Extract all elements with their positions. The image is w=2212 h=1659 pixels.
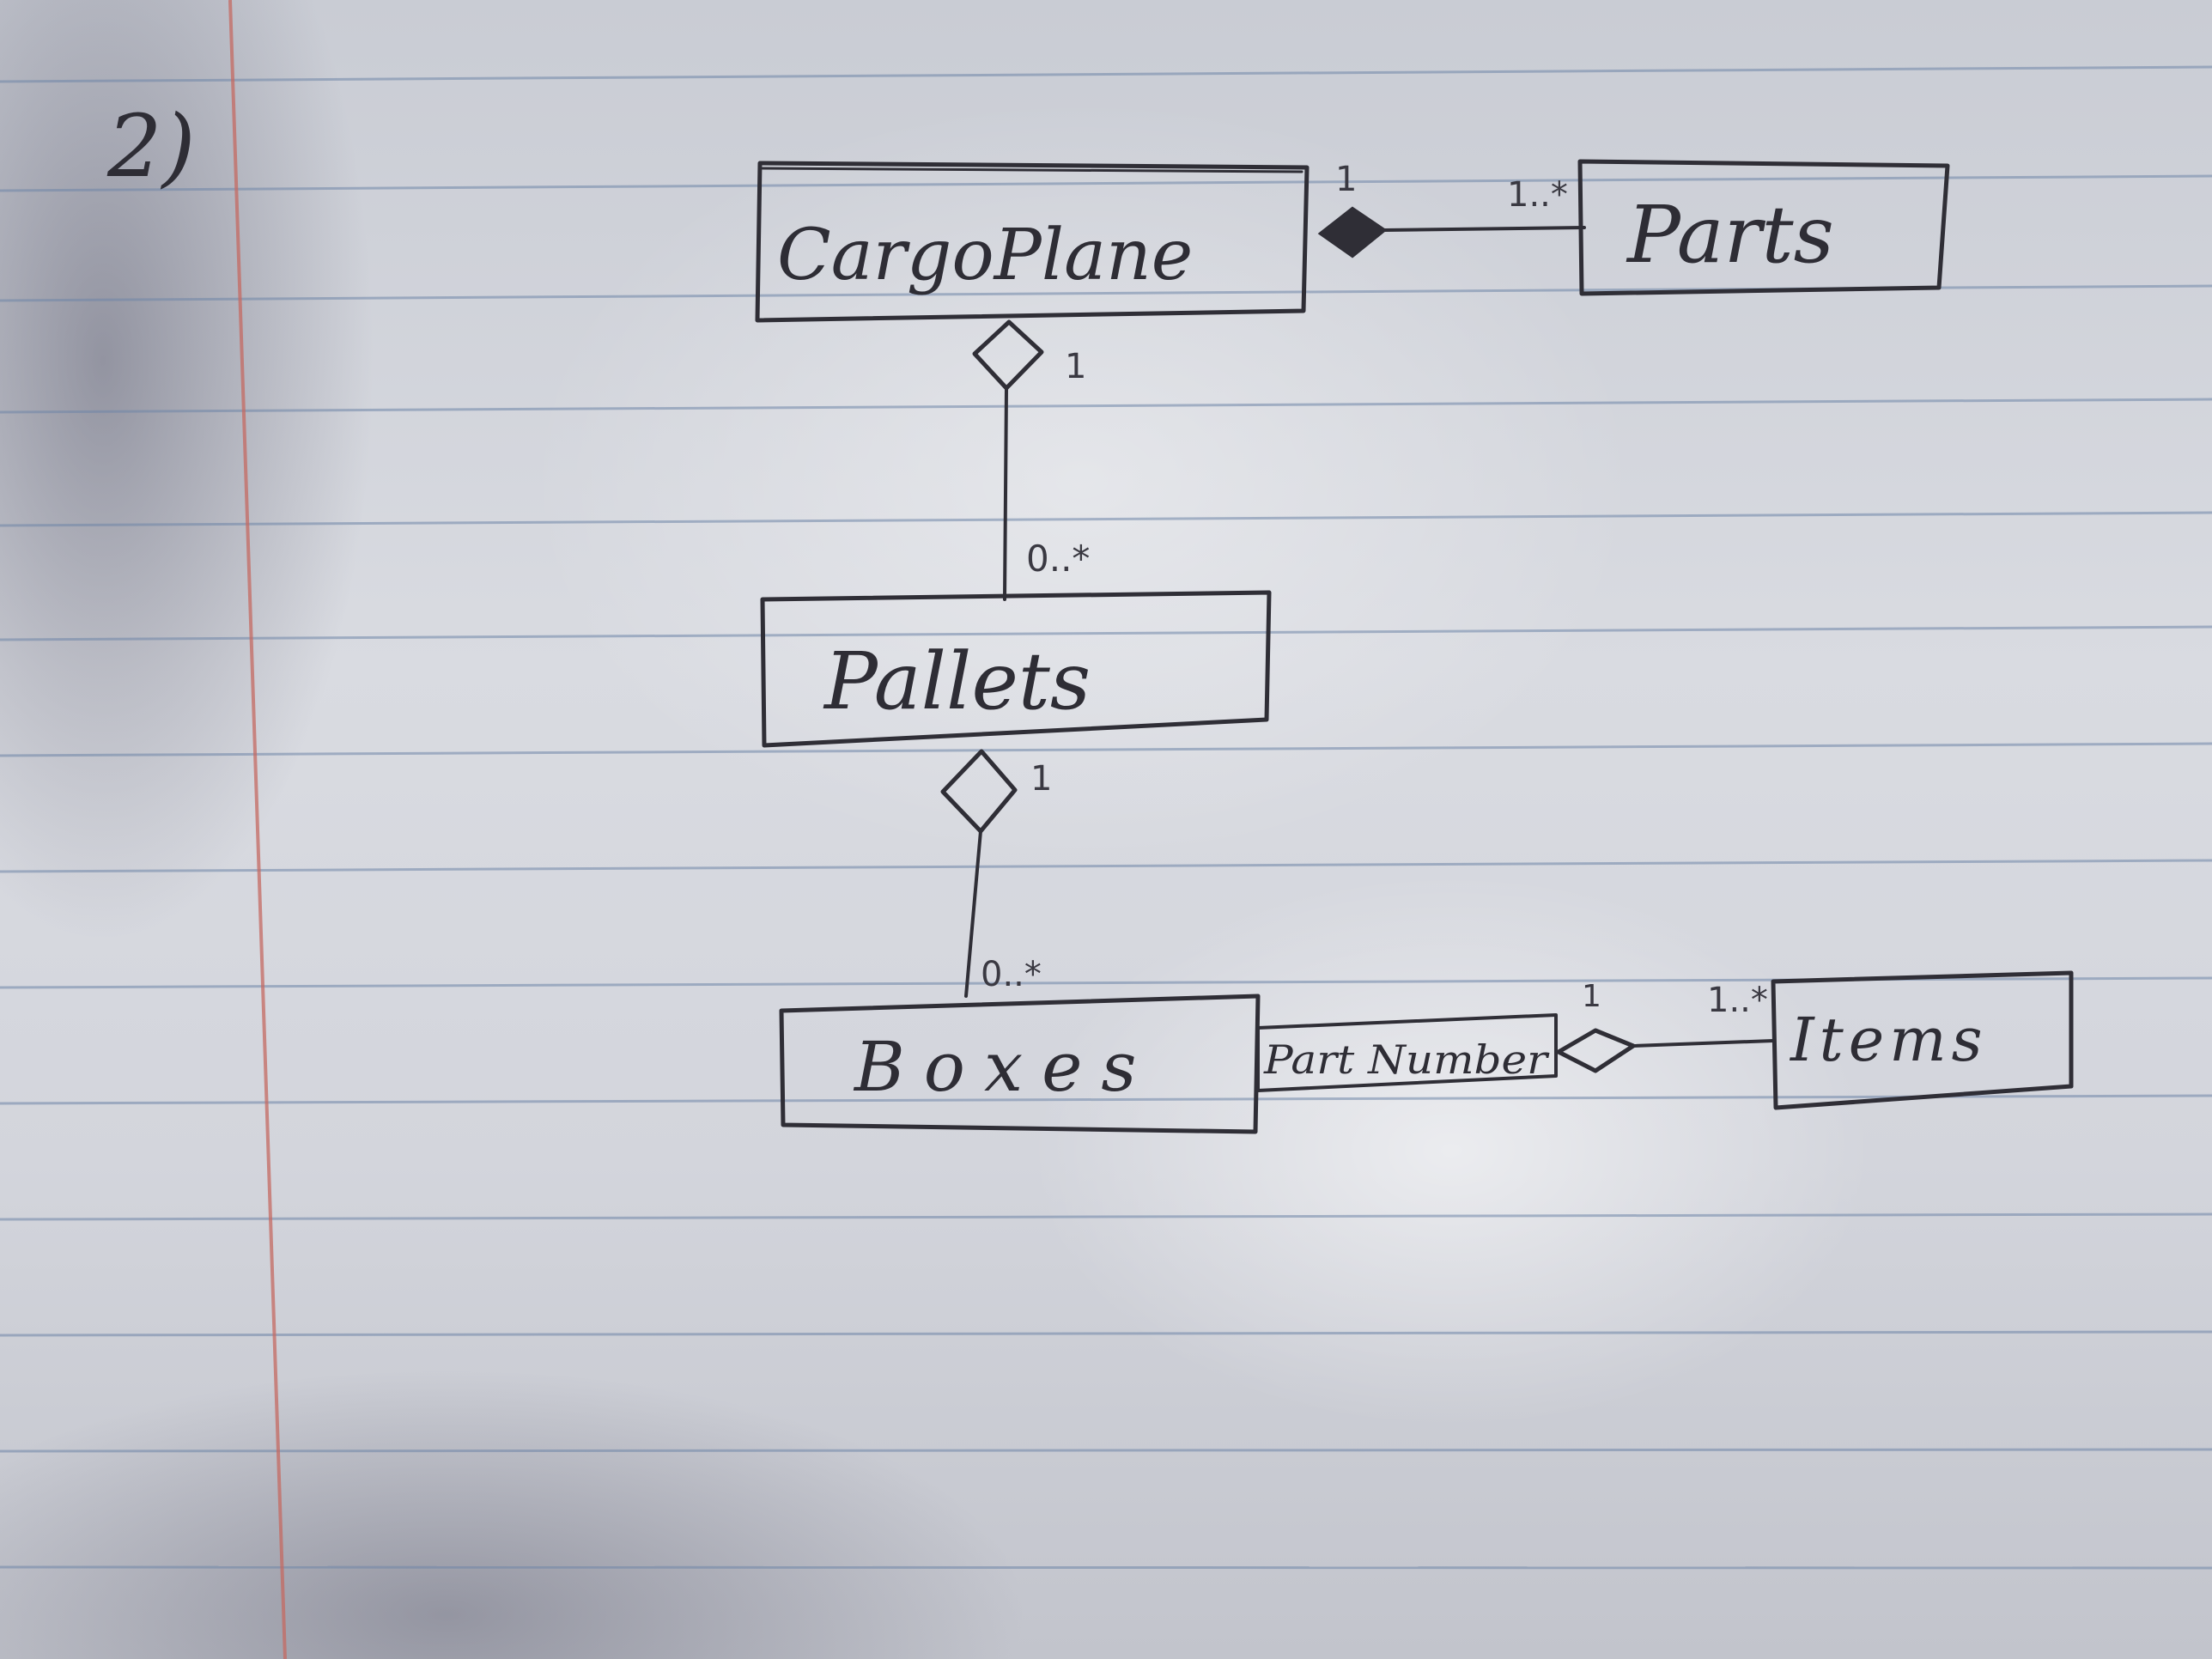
composition-plane-parts (1317, 206, 1586, 258)
hollow-diamond-icon (940, 749, 1018, 834)
mult-pallets-boxes-near-pallets: 1 (1030, 759, 1052, 799)
aggregation-plane-pallets (972, 319, 1044, 601)
aggregation-boxes-items (1556, 1028, 1775, 1073)
mult-plane-pallets-near-plane: 1 (1065, 347, 1086, 386)
hollow-diamond-icon (972, 319, 1044, 391)
class-parts: Parts (1577, 159, 1950, 296)
class-boxes-label: Boxes (853, 1027, 1155, 1107)
ruled-lines (0, 65, 2212, 1570)
mult-boxes-items-near-items: 1..* (1707, 981, 1768, 1020)
class-pallets: Pallets (760, 590, 1272, 748)
qualifier-part-number: Part Number (1256, 1013, 1558, 1092)
mult-plane-parts-near-plane: 1 (1335, 160, 1357, 199)
class-parts-label: Parts (1626, 189, 1834, 281)
filled-diamond-icon (1317, 206, 1388, 258)
mult-pallets-boxes-near-boxes: 0..* (981, 955, 1042, 994)
class-items: Items (1771, 970, 2074, 1110)
qualifier-label: Part Number (1263, 1036, 1550, 1083)
mult-plane-pallets-near-pallets: 0..* (1026, 538, 1090, 580)
class-cargo-plane: CargoPlane (755, 161, 1310, 323)
class-boxes: Boxes (779, 994, 1261, 1134)
class-cargo-plane-label: CargoPlane (777, 215, 1193, 296)
margin-line (228, 0, 287, 1659)
hollow-diamond-icon (1556, 1028, 1636, 1073)
question-number: 2) (106, 96, 196, 197)
mult-boxes-items-near-boxes: 1 (1582, 979, 1601, 1014)
aggregation-pallets-boxes (940, 749, 1018, 998)
class-items-label: Items (1789, 1005, 1988, 1075)
class-pallets-label: Pallets (823, 635, 1091, 727)
mult-plane-parts-near-parts: 1..* (1507, 175, 1568, 215)
